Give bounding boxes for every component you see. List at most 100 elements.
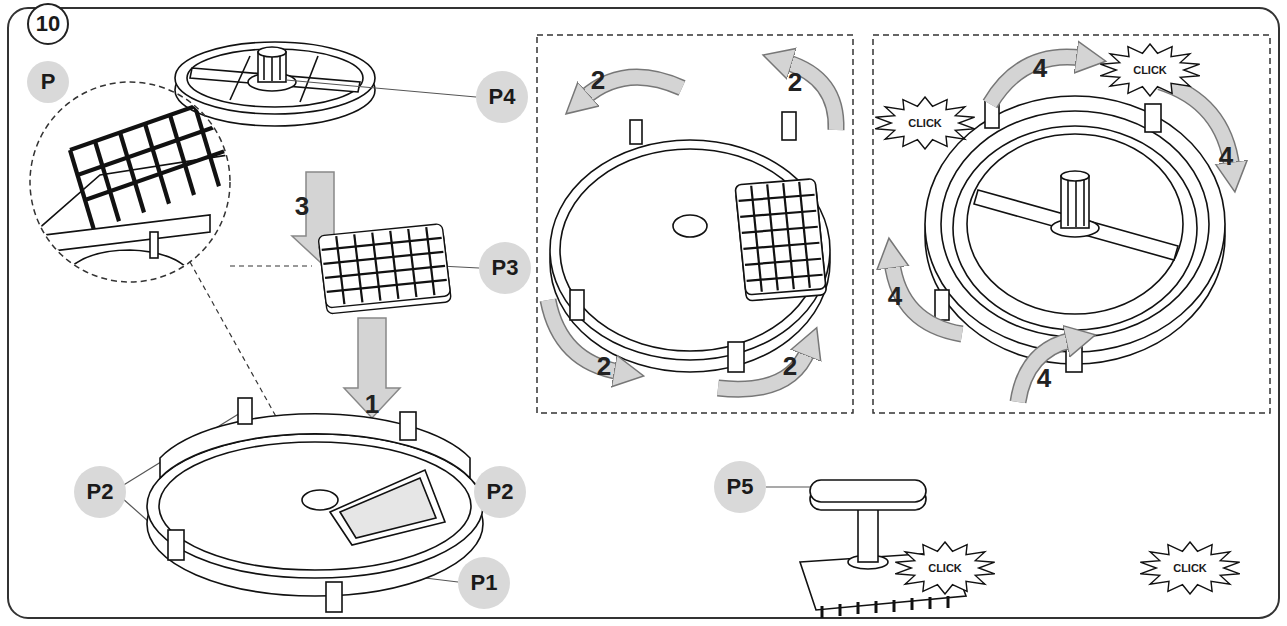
- blade-disc-drawing: [175, 42, 375, 126]
- dicing-grid-drawing: [372, 233, 380, 301]
- click-burst: CLICK: [1098, 43, 1202, 97]
- dashed-panel: [873, 35, 1270, 413]
- detail-magnifier: [20, 215, 210, 255]
- pusher-drawing: [822, 596, 948, 618]
- dicing-grid-drawing: [318, 224, 451, 314]
- base-with-grid-drawing: [742, 227, 818, 233]
- step-arrow-curved: [548, 57, 1232, 402]
- base-frame-drawing: [159, 442, 471, 570]
- click-text: CLICK: [1173, 563, 1207, 574]
- step-arrow-curved: [892, 262, 962, 334]
- base-frame-drawing: [147, 434, 483, 578]
- detail-magnifier: [120, 133, 144, 213]
- detail-magnifier: [195, 106, 219, 186]
- assembled-kit-drawing: [935, 290, 949, 320]
- assembled-kit-drawing: [953, 126, 1197, 330]
- step-arrow-curved: [1018, 340, 1072, 402]
- dashed-panel: [537, 35, 853, 413]
- base-with-grid-drawing: [630, 120, 642, 144]
- base-frame-drawing: [168, 530, 184, 560]
- base-with-grid-drawing: [735, 179, 827, 301]
- step-arrow-curved: [718, 350, 808, 389]
- base-with-grid-drawing: [737, 181, 824, 293]
- base-with-grid-drawing: [739, 195, 815, 201]
- detail-magnifier: [85, 148, 235, 201]
- step-number: 1: [365, 391, 379, 417]
- detail-magnifier: [55, 250, 200, 290]
- detail-magnifier: [70, 150, 94, 230]
- base-with-grid-drawing: [745, 259, 821, 265]
- base-with-grid-drawing: [767, 184, 778, 290]
- base-frame-drawing: [238, 398, 252, 424]
- assembled-kit-drawing: [925, 96, 1225, 372]
- click-burst: CLICK: [873, 96, 977, 150]
- detail-magnifier: [145, 124, 169, 204]
- blade-disc-drawing: [187, 49, 363, 107]
- outer-frame: [8, 8, 1279, 618]
- pusher-drawing: [875, 601, 878, 613]
- blade-disc-drawing: [175, 42, 375, 114]
- detail-magnifier: [150, 232, 158, 258]
- callout-text: P2: [487, 481, 514, 503]
- step-arrow-curved: [786, 62, 836, 130]
- base-frame-drawing: [326, 582, 342, 612]
- dicing-grid-drawing: [390, 231, 398, 299]
- dicing-grid-drawing: [318, 224, 451, 308]
- base-frame-drawing: [340, 478, 436, 538]
- pusher-drawing: [893, 600, 896, 612]
- step-number: 4: [1033, 55, 1047, 81]
- step-arrow-curved: [1018, 340, 1072, 402]
- base-frame-drawing: [330, 470, 445, 545]
- callout-badge: 10: [27, 3, 69, 45]
- base-with-grid-drawing: [743, 243, 819, 249]
- base-with-grid-drawing: [799, 182, 810, 288]
- base-with-grid-drawing: [783, 183, 794, 289]
- step-arrow-curved: [548, 57, 1232, 402]
- step-arrow-curved: [548, 57, 1232, 402]
- blade-disc-drawing: [271, 57, 273, 81]
- step-arrow: [344, 318, 400, 418]
- detail-magnifier: [70, 98, 244, 231]
- leader-line: [286, 80, 476, 97]
- dashed-panel: [537, 35, 1270, 413]
- outer-frame: [8, 8, 1279, 618]
- pusher-drawing: [857, 602, 860, 614]
- detail-magnifier: [30, 82, 230, 282]
- assembled-kit-drawing: [1061, 176, 1089, 228]
- base-with-grid-drawing: [570, 290, 584, 320]
- callout-text: P: [41, 71, 56, 93]
- pusher-drawing: [929, 597, 932, 609]
- assembled-kit-drawing: [941, 111, 1209, 337]
- burst-outline: [1140, 542, 1239, 594]
- callout-badge: P2: [74, 466, 126, 518]
- detail-magnifier: [230, 265, 312, 266]
- base-with-grid-drawing: [751, 186, 762, 292]
- step-arrow-curved: [786, 62, 836, 130]
- callout-text: P3: [492, 257, 519, 279]
- dicing-grid-drawing: [325, 266, 445, 278]
- step-number: 2: [788, 69, 802, 95]
- pusher-drawing: [821, 606, 824, 618]
- dicing-grid-drawing: [408, 229, 416, 297]
- pusher-drawing: [839, 604, 842, 616]
- detail-magnifier: [78, 123, 228, 176]
- base-with-grid-drawing: [782, 112, 796, 140]
- assembled-kit-drawing: [1075, 181, 1077, 227]
- step-arrow-curved: [892, 262, 962, 334]
- leader-line: [122, 80, 866, 592]
- callout-badge: P: [27, 61, 69, 103]
- base-with-grid-drawing: [747, 275, 823, 281]
- callout-text: P2: [87, 481, 114, 503]
- dicing-grid-drawing: [426, 227, 434, 295]
- step-number: 4: [888, 283, 902, 309]
- blade-disc-drawing: [263, 56, 265, 80]
- click-text: CLICK: [928, 563, 962, 574]
- dicing-grid-drawing: [327, 280, 447, 292]
- callout-badge: P2: [474, 466, 526, 518]
- pusher-drawing: [911, 598, 914, 610]
- assembled-kit-drawing: [1061, 171, 1089, 181]
- pusher-drawing: [858, 508, 878, 562]
- step-number: 2: [783, 353, 797, 379]
- detail-magnifier: [170, 115, 194, 195]
- detail-magnifier: [70, 98, 220, 151]
